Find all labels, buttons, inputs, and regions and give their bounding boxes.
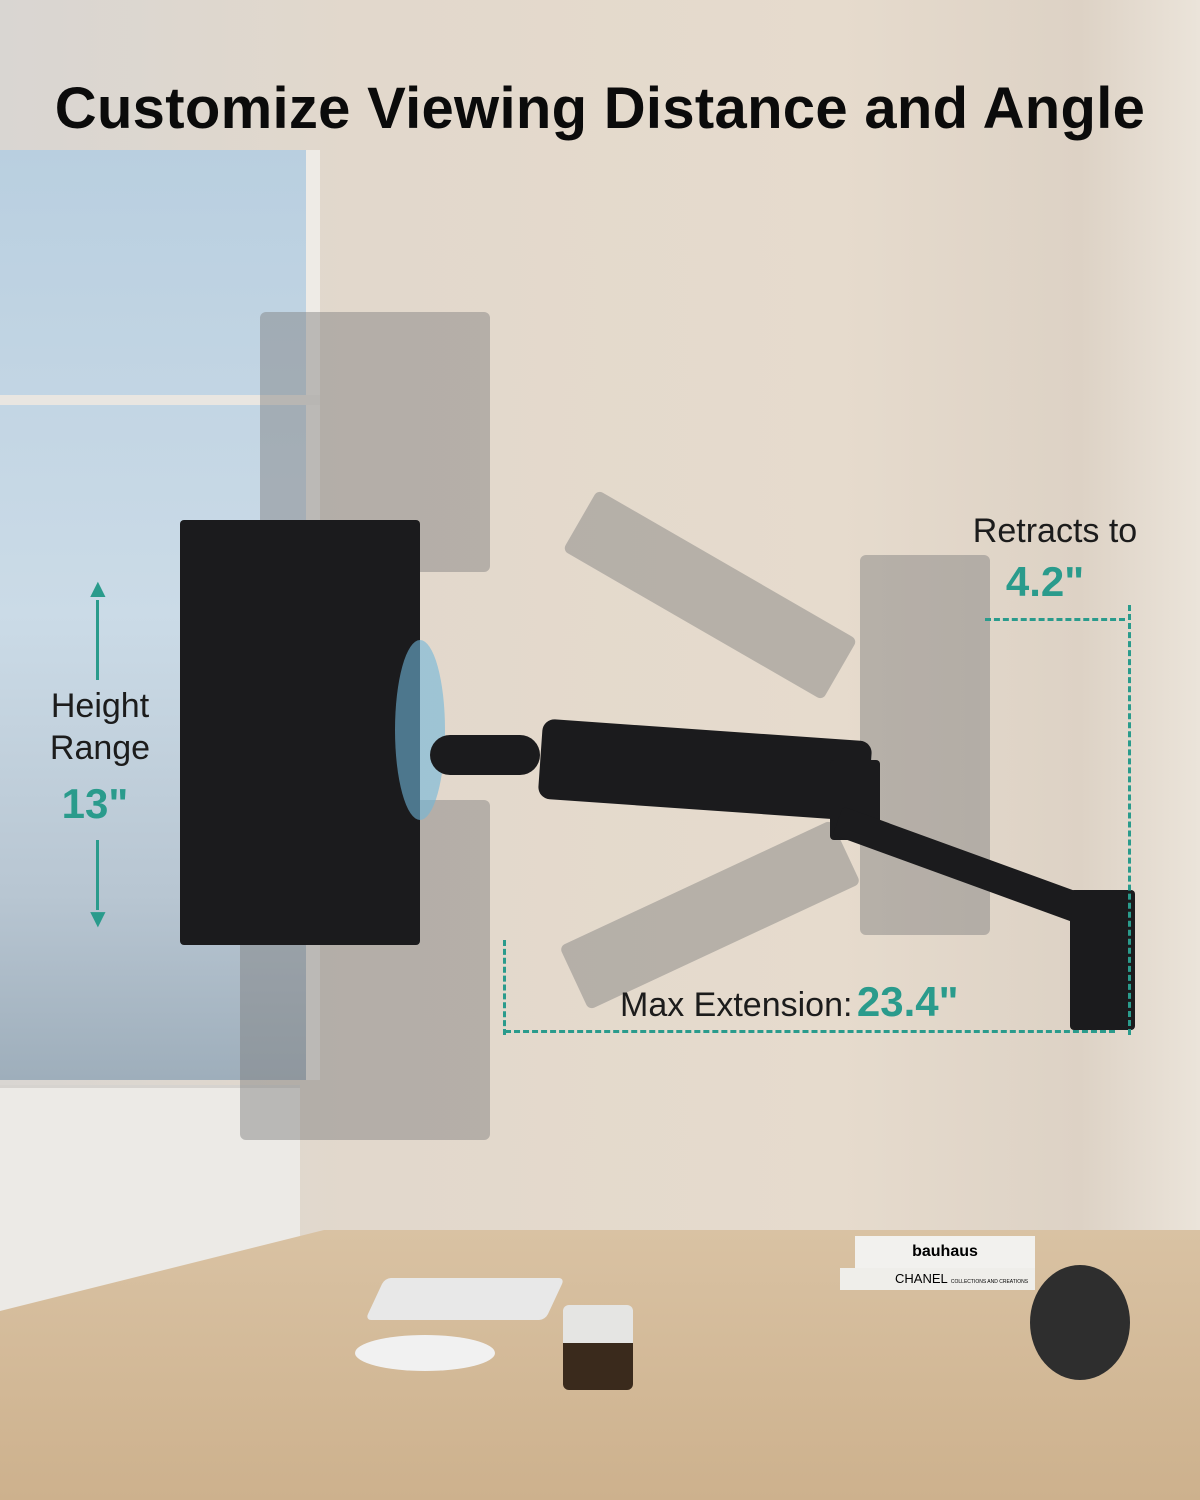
height-line-top [96,600,99,680]
height-line-bottom [96,840,99,910]
mouse [355,1335,495,1371]
height-label-line2: Range [49,729,151,767]
glass [563,1305,633,1390]
headline: Customize Viewing Distance and Angle [54,76,1146,141]
wall-plate [1070,890,1135,1030]
height-range-value: 13" [61,780,129,827]
book-bauhaus: bauhaus [855,1236,1035,1268]
book-chanel-subtitle: COLLECTIONS AND CREATIONS [950,1279,1029,1285]
ghost-arm-top [562,489,858,701]
monitor [180,520,420,945]
window-frame [0,395,320,405]
monitor-light [395,640,445,820]
retracts-label: Retracts to [972,512,1138,550]
book-chanel-title: CHANEL [895,1271,948,1286]
max-extension-label: Max Extension: [620,986,853,1024]
extension-reference-line [503,940,506,1035]
tilt-joint [430,735,540,775]
gas-spring-arm [537,718,873,822]
arrow-up-icon: ▲ [85,573,111,603]
alarm-clock [1030,1265,1130,1380]
max-extension-callout: Max Extension: 23.4" [620,978,959,1026]
wall-reference-line [1128,605,1131,1035]
max-extension-value: 23.4" [856,978,959,1025]
retracts-dimension-line [985,618,1125,621]
retracts-value: 4.2" [1005,558,1085,605]
height-label-line1: Height [50,687,150,725]
arrow-down-icon: ▼ [85,903,111,933]
keyboard [365,1278,565,1320]
book-chanel: CHANEL COLLECTIONS AND CREATIONS [840,1268,1035,1290]
max-extension-dimension-line [505,1030,1115,1033]
height-range-label: Height Range [20,685,180,769]
